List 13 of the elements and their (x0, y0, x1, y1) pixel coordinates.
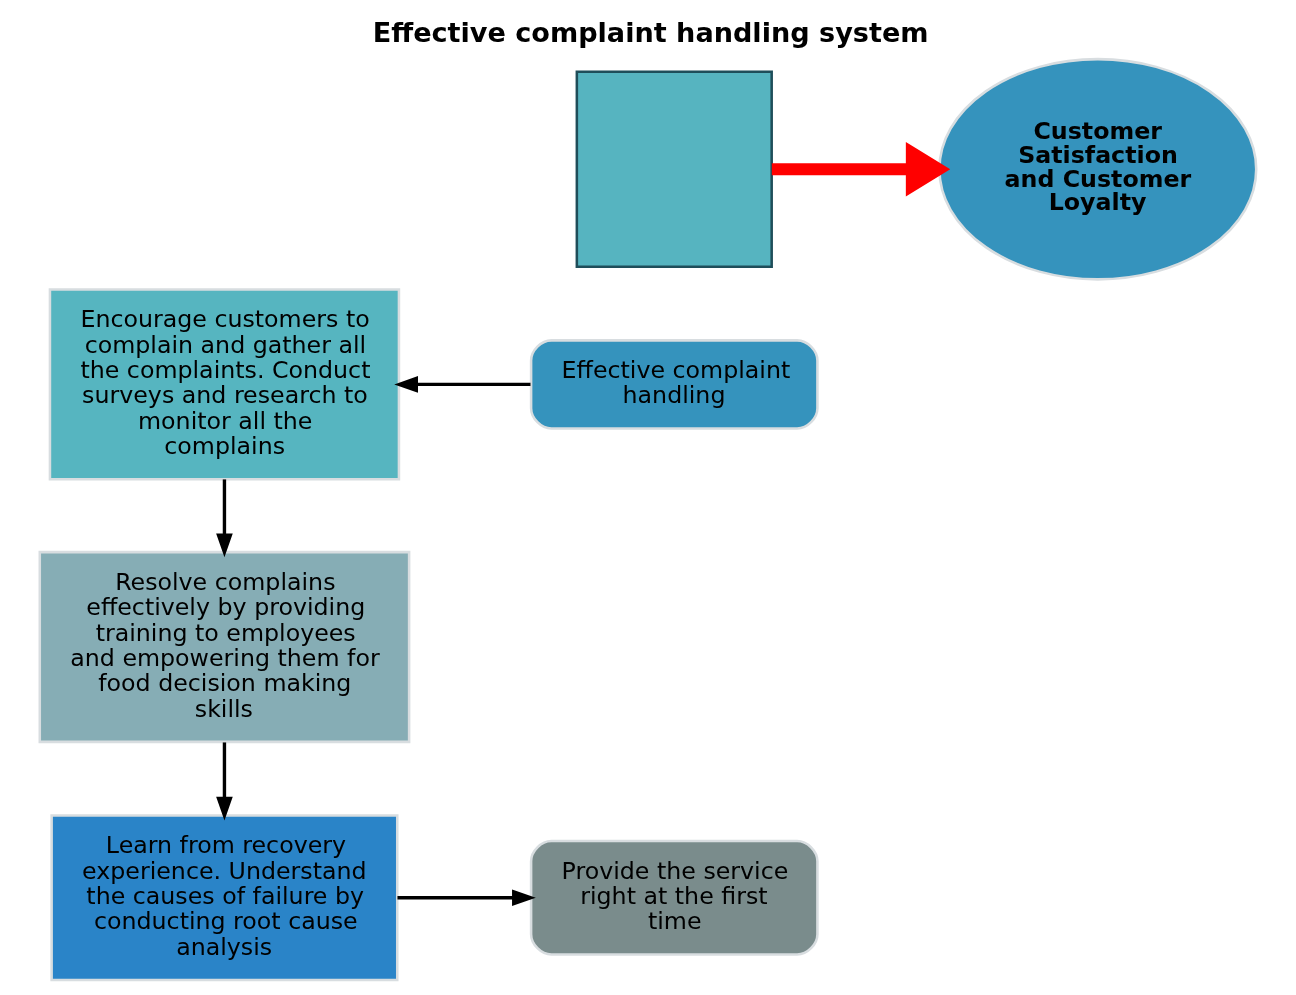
arrow (216, 742, 233, 821)
arrow (397, 889, 536, 907)
diagram-title: Effective complaint handling system (372, 16, 929, 48)
arrow (394, 376, 531, 393)
arrow (216, 479, 233, 558)
arrow (771, 142, 951, 197)
node-box: Provide the service right at the first time (529, 839, 819, 956)
node-plus (575, 70, 773, 268)
node-box: Resolve complains effectively by providing training to employees and empowering them for food decision making skills (38, 550, 411, 744)
node-box: Effective complaint handling (529, 339, 819, 430)
node-ellipse: Customer Satisfaction and Customer Loyalty (938, 57, 1258, 281)
node-box: Learn from recovery experience. Understand the causes of failure by conducting root cause analysis (50, 814, 399, 982)
node-box: Encourage customers to complain and gather all the complaints. Conduct surveys and research to monitor all the complains (48, 288, 401, 481)
